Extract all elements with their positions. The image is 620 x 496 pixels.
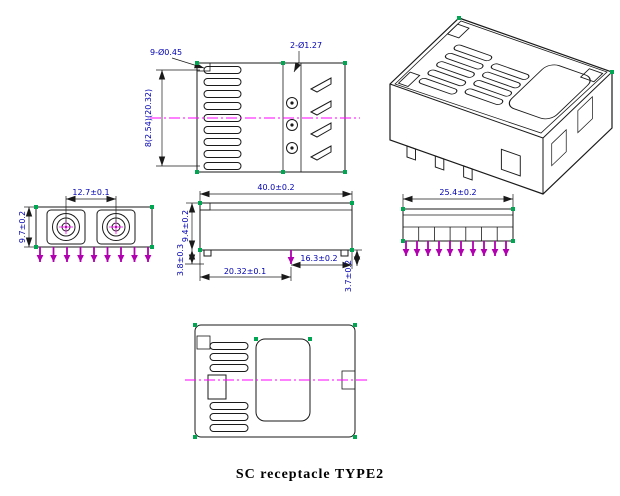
side-pin-length-label: 3.7±0.2: [344, 260, 353, 292]
isometric-sc-opening: [508, 64, 591, 120]
top-view-latch-tabs: [309, 77, 332, 161]
end-view-pins: [402, 241, 510, 256]
side-view-height-dimension: 9.4±0.2: [181, 202, 200, 250]
side-view-pin-offset-dimension: 20.32±0.1: [199, 250, 292, 281]
side-view-foot-right: [340, 249, 349, 257]
drawing-caption: SC receptacle TYPE2: [236, 467, 384, 482]
end-view-grips: [401, 207, 515, 243]
top-view: 8(2.54)(20.32) 9-Ø0.45 2-Ø1.27: [144, 40, 360, 174]
isometric-top-features: [397, 23, 604, 120]
bottom-view-corner-notch: [196, 335, 211, 350]
side-length-label: 40.0±0.2: [257, 183, 294, 192]
top-pitch-label: 8(2.54)(20.32): [144, 89, 153, 147]
side-view-standoff-dimension: 3.8±0.3: [176, 244, 204, 276]
top-view-grips: [195, 61, 347, 174]
side-pin-to-edge-label: 16.3±0.2: [300, 254, 337, 263]
front-view-port-left: [52, 213, 80, 241]
isometric-top-rim: [394, 20, 608, 134]
end-width-label: 25.4±0.2: [439, 188, 476, 197]
side-height-label: 9.4±0.2: [181, 210, 190, 242]
end-view-width-dimension: 25.4±0.2: [402, 188, 514, 209]
bottom-view-shield-slots: [207, 342, 249, 432]
side-view: 40.0±0.2 9.4±0.2 3.8±0.3 20.32±0.1 16.3±…: [176, 183, 362, 292]
side-view-grips: [198, 201, 354, 252]
top-view-post-holes: [286, 97, 298, 154]
bottom-view: [185, 323, 368, 439]
isometric-right-face-cutouts: [551, 95, 593, 167]
side-pin-offset-label: 20.32±0.1: [224, 267, 266, 276]
isometric-view: [389, 16, 614, 195]
isometric-front-face-features: [406, 145, 521, 181]
bottom-view-grips: [193, 323, 357, 439]
front-view-pitch-dimension: 12.7±0.1: [65, 188, 117, 222]
front-view-grips: [34, 205, 154, 249]
front-height-label: 9.7±0.2: [18, 211, 27, 243]
top-holes-label: 9-Ø0.45: [150, 47, 182, 57]
side-view-pin-to-edge-dimension: 16.3±0.2: [291, 250, 353, 269]
front-view-pins: [36, 247, 152, 262]
side-standoff-label: 3.8±0.3: [176, 244, 185, 276]
end-view: 25.4±0.2: [401, 188, 515, 256]
bottom-view-tab: [207, 374, 227, 400]
side-view-length-dimension: 40.0±0.2: [199, 183, 353, 203]
top-view-pitch-dimension: 8(2.54)(20.32): [144, 69, 200, 167]
top-view-holes-callout: 9-Ø0.45: [150, 47, 205, 69]
side-view-foot-left: [203, 249, 212, 257]
front-view: 12.7±0.1 9.7±0.2: [18, 188, 154, 262]
isometric-grips: [457, 16, 614, 74]
front-pitch-label: 12.7±0.1: [72, 188, 109, 197]
top-posts-label: 2-Ø1.27: [290, 40, 322, 50]
front-view-height-dimension: 9.7±0.2: [18, 206, 36, 248]
end-view-castellations: [418, 227, 498, 241]
top-view-posts-callout: 2-Ø1.27: [290, 40, 322, 73]
